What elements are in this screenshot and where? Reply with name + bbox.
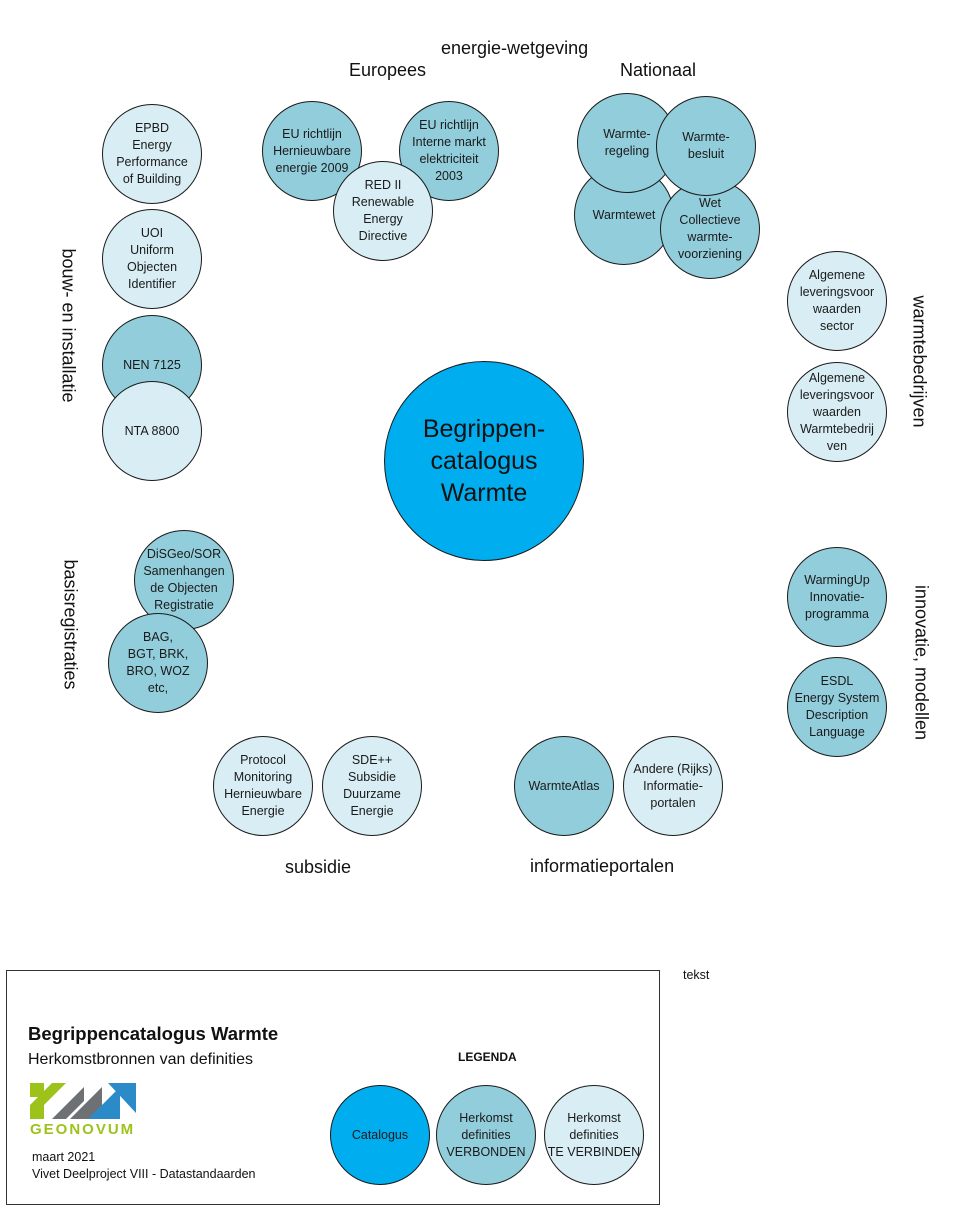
- node-warmteatlas: WarmteAtlas: [514, 736, 614, 836]
- node-red2: RED II Renewable Energy Directive: [333, 161, 433, 261]
- node-alg-sector: Algemene leveringsvoor waarden sector: [787, 251, 887, 351]
- node-alg-warmtebedrijven: Algemene leveringsvoor waarden Warmtebed…: [787, 362, 887, 462]
- label-informatieportalen: informatieportalen: [530, 856, 675, 876]
- label-europees: Europees: [349, 60, 427, 80]
- label-warmtebedrijven: warmtebedrijven: [909, 295, 930, 428]
- legend-catalogus: Catalogus: [330, 1085, 430, 1185]
- label-bouw-installatie: bouw- en installatie: [58, 248, 79, 403]
- legend-date: maart 2021: [32, 1150, 96, 1164]
- legend-subtitle: Herkomstbronnen van definities: [28, 1051, 254, 1068]
- node-bag: BAG, BGT, BRK, BRO, WOZ etc,: [108, 613, 208, 713]
- legend-box: [6, 970, 660, 1205]
- node-wet-collectieve: Wet Collectieve warmte- voorziening: [660, 179, 760, 279]
- node-warmtebesluit: Warmte- besluit: [656, 96, 756, 196]
- legend-verbonden: Herkomst definities VERBONDEN: [436, 1085, 536, 1185]
- label-nationaal: Nationaal: [620, 60, 697, 80]
- node-andere: Andere (Rijks) Informatie- portalen: [623, 736, 723, 836]
- node-sde: SDE++ Subsidie Duurzame Energie: [322, 736, 422, 836]
- tekst-label: tekst: [683, 968, 710, 982]
- label-basisregistraties: basisregistraties: [60, 559, 81, 690]
- node-esdl: ESDL Energy System Description Language: [787, 657, 887, 757]
- node-nta8800: NTA 8800: [102, 381, 202, 481]
- center-begrippencatalogus: Begrippen- catalogus Warmte: [384, 361, 584, 561]
- node-warmingup: WarmingUp Innovatie- programma: [787, 547, 887, 647]
- legend-title: Begrippencatalogus Warmte: [28, 1023, 279, 1044]
- node-uoi: UOI Uniform Objecten Identifier: [102, 209, 202, 309]
- node-protocol: Protocol Monitoring Hernieuwbare Energie: [213, 736, 313, 836]
- geonovum-wordmark: GEONOVUM: [30, 1121, 136, 1138]
- label-innovatie-modellen: innovatie, modellen: [911, 584, 932, 741]
- legend-te-verbinden: Herkomst definities TE VERBINDEN: [544, 1085, 644, 1185]
- node-epbd: EPBD Energy Performance of Building: [102, 104, 202, 204]
- legend-heading: LEGENDA: [458, 1050, 517, 1064]
- node-eu-hernieuwbare: EU richtlijn Hernieuwbare energie 2009: [262, 101, 362, 201]
- legend-project: Vivet Deelproject VIII - Datastandaarden: [32, 1167, 256, 1181]
- label-energie-wetgeving: energie-wetgeving: [441, 38, 589, 58]
- geonovum-logo: [30, 1083, 136, 1119]
- label-subsidie: subsidie: [285, 857, 352, 877]
